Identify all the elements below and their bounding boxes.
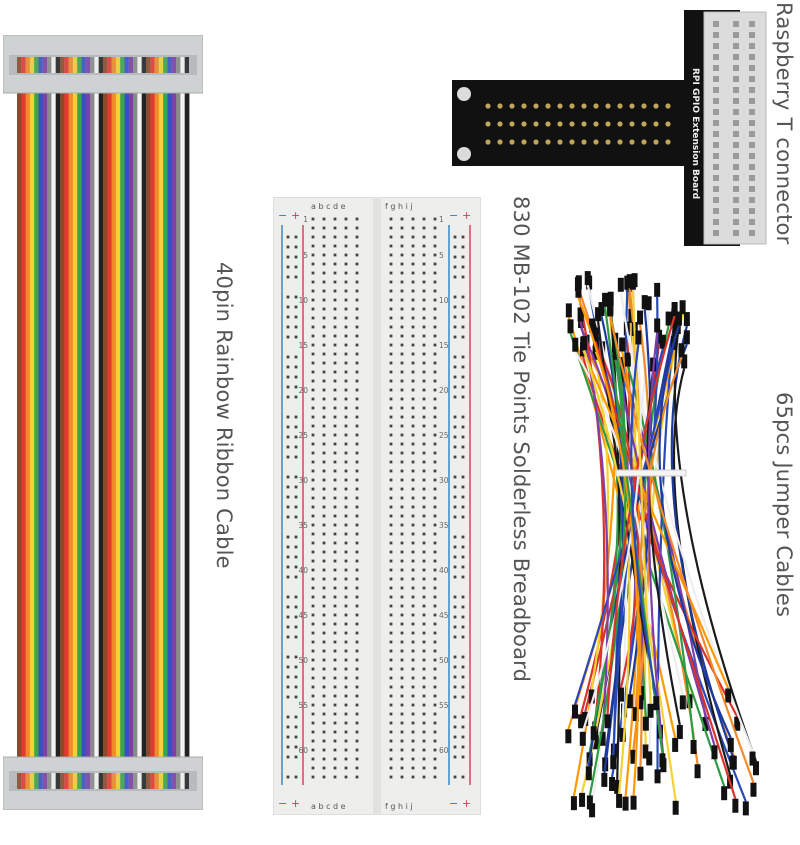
breadboard-row-number: 15 <box>439 341 449 350</box>
t-connector-board-title: RPI GPIO Extension Board <box>690 68 700 199</box>
rail-minus-top-left: − <box>278 209 287 222</box>
breadboard-row-number: 30 <box>298 476 308 485</box>
jumper-cables-image <box>565 271 759 818</box>
breadboard-row-number: 55 <box>439 701 449 710</box>
breadboard-row-number: 35 <box>439 521 449 530</box>
t-connector-label: Raspberry T connector <box>772 2 796 245</box>
rail-minus-top-right: − <box>449 209 458 222</box>
breadboard-row-number: 40 <box>439 566 449 575</box>
breadboard-row-number: 45 <box>439 611 449 620</box>
rail-plus-bottom-right: + <box>462 797 471 810</box>
ribbon-cable-image <box>2 34 204 811</box>
breadboard-row-number: 15 <box>298 341 308 350</box>
rail-plus-bottom-left: + <box>291 797 300 810</box>
breadboard-columns-left: a b c d e <box>311 202 346 211</box>
ribbon-cable-label: 40pin Rainbow Ribbon Cable <box>212 262 236 569</box>
breadboard-row-number: 30 <box>439 476 449 485</box>
breadboard-row-number: 1 <box>439 215 444 224</box>
breadboard-row-number: 25 <box>298 431 308 440</box>
breadboard-row-number: 35 <box>298 521 308 530</box>
breadboard-row-number: 60 <box>298 746 308 755</box>
breadboard: a b c d e f g h i j a b c d e f g h i j … <box>272 196 482 816</box>
breadboard-label: 830 MB-102 Tie Points Solderless Breadbo… <box>509 196 533 683</box>
jumper-cables <box>548 265 778 825</box>
breadboard-row-number: 5 <box>303 251 308 260</box>
breadboard-row-number: 45 <box>298 611 308 620</box>
breadboard-row-number: 25 <box>439 431 449 440</box>
rail-plus-top-left: + <box>291 209 300 222</box>
breadboard-row-number: 10 <box>439 296 449 305</box>
breadboard-row-number: 1 <box>303 215 308 224</box>
rail-plus-top-right: + <box>462 209 471 222</box>
breadboard-columns-right: f g h i j <box>385 202 413 211</box>
rail-minus-bottom-left: − <box>278 797 287 810</box>
breadboard-columns-right-bottom: f g h i j <box>385 802 413 811</box>
breadboard-row-number: 20 <box>298 386 308 395</box>
breadboard-row-number: 10 <box>298 296 308 305</box>
breadboard-row-number: 60 <box>439 746 449 755</box>
breadboard-row-number: 50 <box>298 656 308 665</box>
breadboard-columns-left-bottom: a b c d e <box>311 802 346 811</box>
breadboard-row-number: 40 <box>298 566 308 575</box>
rail-minus-bottom-right: − <box>449 797 458 810</box>
ribbon-cable <box>2 34 204 811</box>
breadboard-row-number: 55 <box>298 701 308 710</box>
breadboard-image: a b c d e f g h i j a b c d e f g h i j … <box>272 196 482 816</box>
t-connector: RPI GPIO Extension Board <box>452 10 774 248</box>
t-connector-image: RPI GPIO Extension Board <box>452 10 767 246</box>
breadboard-row-number: 20 <box>439 386 449 395</box>
breadboard-row-number: 50 <box>439 656 449 665</box>
breadboard-row-number: 5 <box>439 251 444 260</box>
